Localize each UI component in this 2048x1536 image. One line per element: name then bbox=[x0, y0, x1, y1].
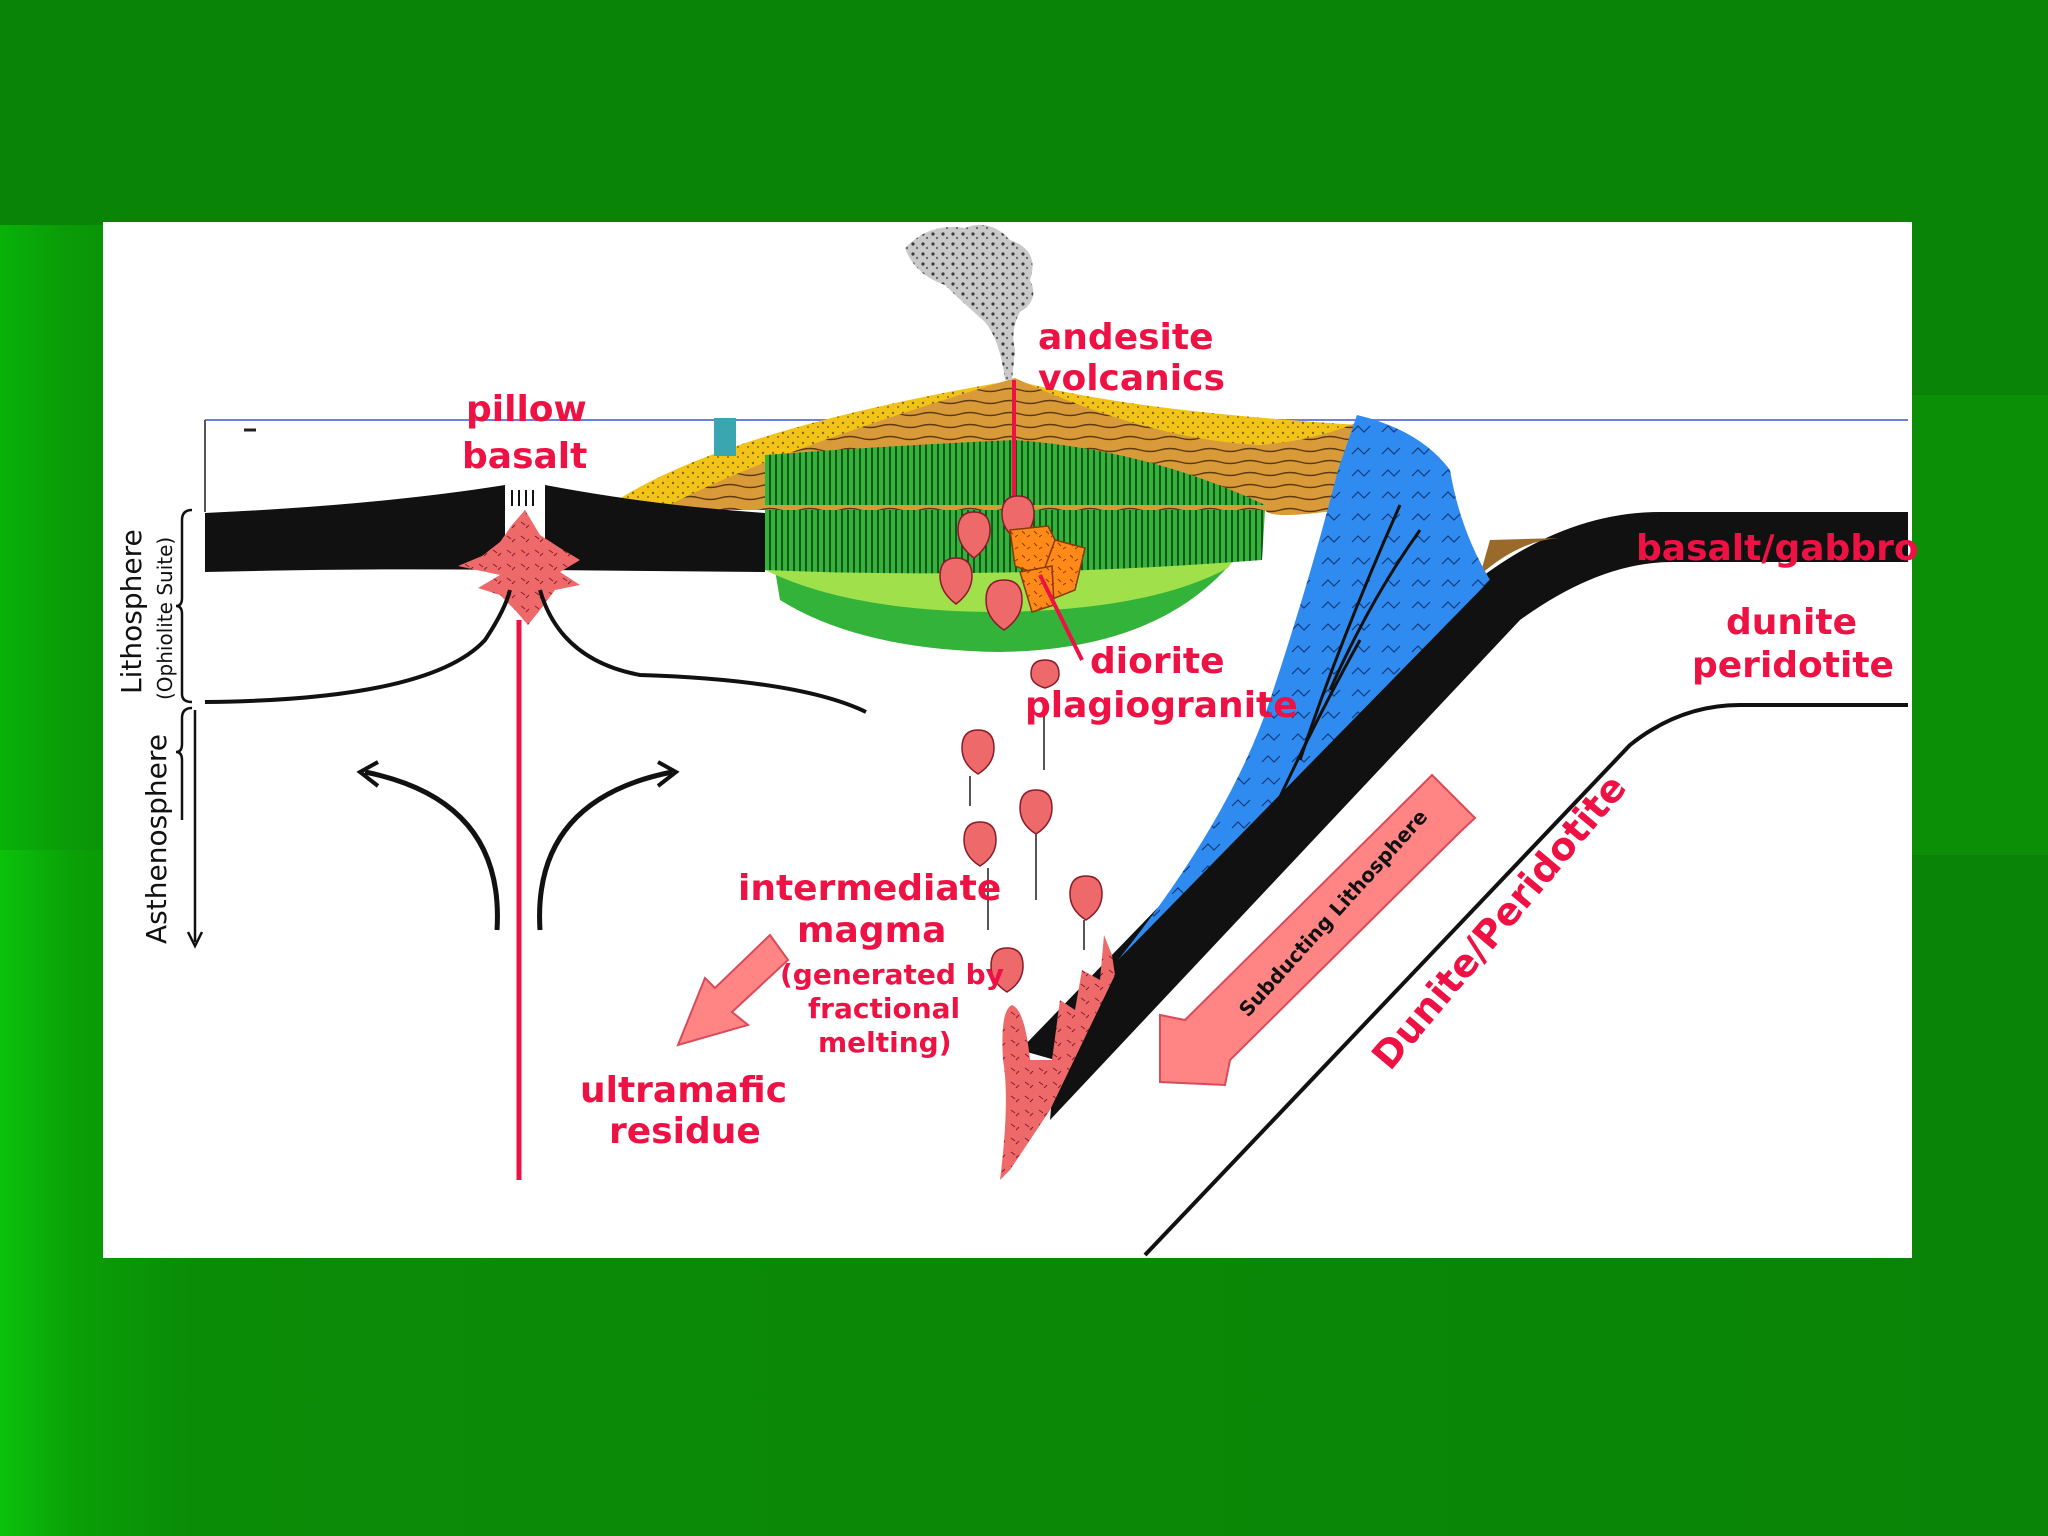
ophiolite-side-label: (Ophiolite Suite) bbox=[153, 537, 177, 700]
intermediate-magma-label: intermediate magma bbox=[738, 868, 1014, 951]
magma-diapir-drops bbox=[939, 495, 1103, 993]
right-band bbox=[1910, 395, 2048, 855]
top-band bbox=[0, 0, 2048, 225]
accretionary-wedge bbox=[1118, 415, 1490, 960]
lithosphere-base-right bbox=[538, 589, 867, 714]
trench-sediment bbox=[1480, 538, 1560, 575]
basalt-gabbro-label: basalt/gabbro bbox=[1636, 528, 1919, 569]
pillow-vents bbox=[511, 490, 534, 506]
side-brackets bbox=[175, 508, 204, 949]
ultramafic-residue-label: ultramafic residue bbox=[580, 1070, 800, 1152]
diorite-leader-line bbox=[1038, 574, 1084, 661]
generated-note: (generated by fractional melting) bbox=[780, 958, 1014, 1059]
ridge-magma-chamber bbox=[458, 510, 580, 625]
subducting-plate bbox=[1020, 512, 1908, 1120]
mantle-boundary bbox=[1143, 703, 1908, 1257]
seamount-column bbox=[714, 418, 736, 456]
diorite-plagiogranite-label: diorite plagiogranite bbox=[1025, 641, 1298, 726]
asthenosphere-side-label: Asthenosphere bbox=[140, 734, 173, 944]
volcanic-ash-plume bbox=[905, 224, 1034, 380]
oceanic-plate-left bbox=[205, 485, 505, 572]
subduction-arrow bbox=[1159, 773, 1477, 1087]
lithosphere-base-left bbox=[204, 589, 512, 704]
andesite-label: andesite volcanics bbox=[1038, 317, 1226, 399]
wedge-thrusts bbox=[1258, 504, 1422, 841]
lithosphere-side-label: Lithosphere bbox=[115, 529, 148, 694]
ultramafic-residue-melt bbox=[1000, 935, 1115, 1180]
pillow-basalt-label: pillow basalt bbox=[462, 389, 599, 477]
residue-arrow bbox=[676, 933, 790, 1047]
oceanic-plate-center bbox=[545, 485, 765, 572]
dunite-peridotite-label: dunite peridotite bbox=[1692, 602, 1894, 686]
mantle-flow-arrows bbox=[356, 760, 680, 931]
